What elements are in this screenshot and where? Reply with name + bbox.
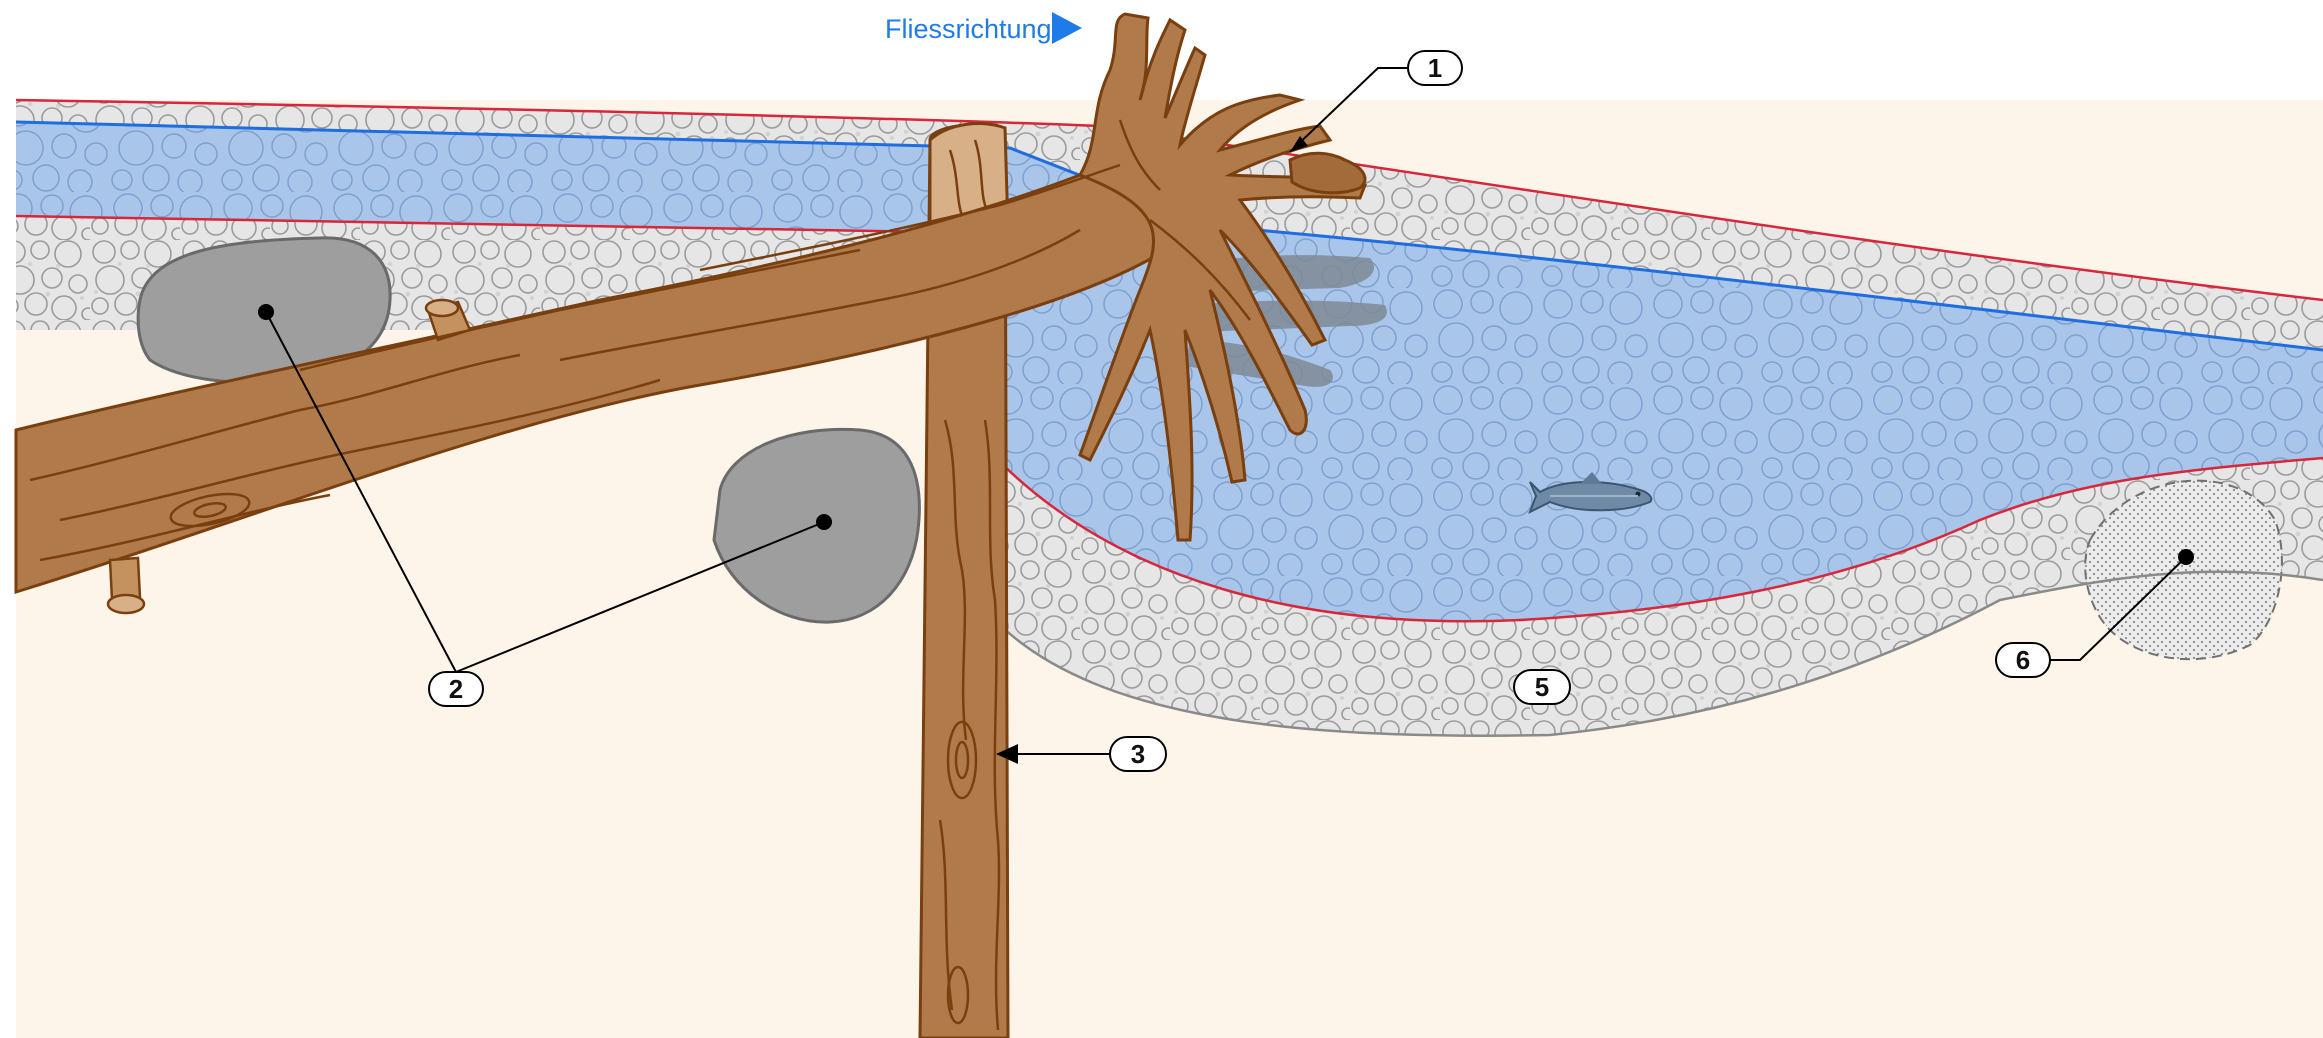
flow-arrow-icon bbox=[1052, 12, 1082, 44]
svg-text:6: 6 bbox=[2016, 645, 2030, 675]
svg-text:5: 5 bbox=[1535, 672, 1549, 702]
flow-direction-label: Fliessrichtung bbox=[885, 14, 1052, 44]
pointer-dot-2b bbox=[816, 514, 832, 530]
callout-5: 5 bbox=[1514, 670, 1570, 704]
svg-text:3: 3 bbox=[1131, 739, 1145, 769]
callout-6: 6 bbox=[1996, 643, 2050, 677]
callout-3: 3 bbox=[1110, 737, 1166, 771]
callout-2: 2 bbox=[429, 672, 483, 706]
callout-1: 1 bbox=[1408, 51, 1462, 85]
pointer-dot-6 bbox=[2178, 549, 2194, 565]
pointer-dot-2a bbox=[258, 304, 274, 320]
svg-text:2: 2 bbox=[449, 674, 463, 704]
svg-text:1: 1 bbox=[1428, 53, 1442, 83]
